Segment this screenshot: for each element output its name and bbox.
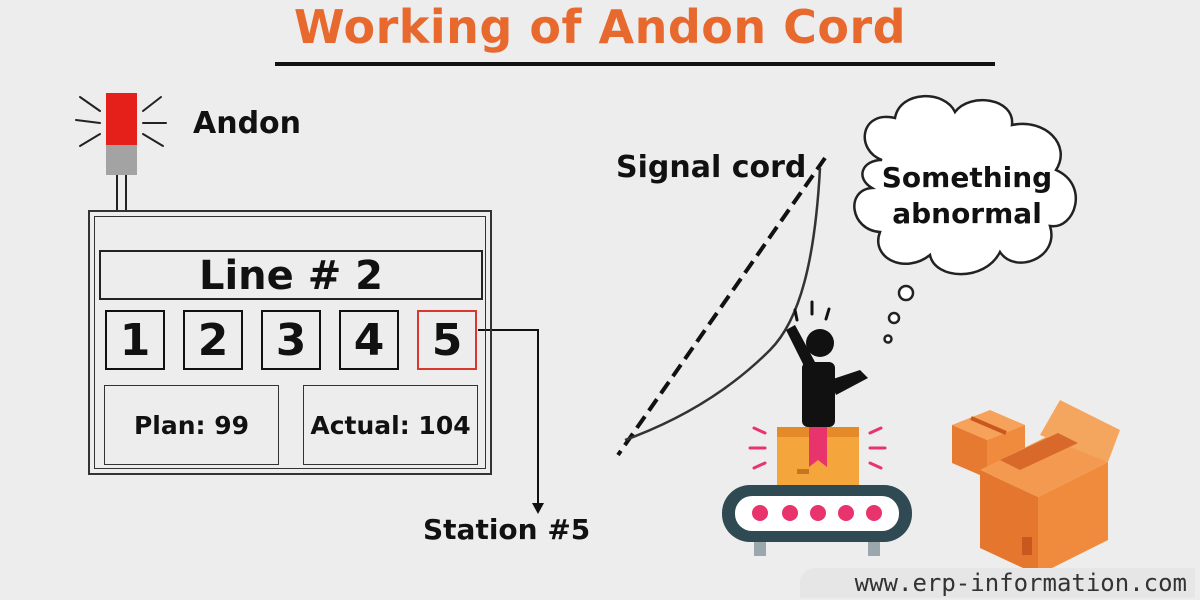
thought-line-1: Something xyxy=(881,161,1053,194)
worker-figure-icon xyxy=(786,300,868,427)
station-box-2: 2 xyxy=(183,310,243,370)
plan-box: Plan: 99 xyxy=(104,385,279,465)
station-box-1: 1 xyxy=(105,310,165,370)
package-on-belt-icon xyxy=(748,426,887,489)
plan-value: Plan: 99 xyxy=(133,410,250,440)
andon-light-icon xyxy=(75,93,167,212)
signal-cord xyxy=(616,156,827,457)
actual-value: Actual: 104 xyxy=(310,410,471,440)
signal-cord-label: Signal cord xyxy=(616,150,807,185)
thought-text: Something abnormal xyxy=(862,160,1072,232)
actual-box: Actual: 104 xyxy=(303,385,478,465)
stacked-boxes-icon xyxy=(952,400,1120,575)
title-underline xyxy=(275,62,995,66)
station-box-5: 5 xyxy=(417,310,477,370)
thought-cloud-icon xyxy=(853,95,1077,344)
page-title: Working of Andon Cord xyxy=(293,0,907,54)
station-label: Station #5 xyxy=(423,513,591,546)
station-pointer-arrow xyxy=(478,329,544,514)
station-box-3: 3 xyxy=(261,310,321,370)
andon-label: Andon xyxy=(193,106,302,141)
watermark: www.erp-information.com xyxy=(800,568,1195,598)
line-title: Line # 2 xyxy=(99,250,483,300)
andon-board xyxy=(88,210,492,475)
andon-board-inner-frame xyxy=(94,216,486,469)
thought-line-2: abnormal xyxy=(892,197,1042,230)
conveyor-belt-icon xyxy=(722,485,912,556)
station-box-4: 4 xyxy=(339,310,399,370)
